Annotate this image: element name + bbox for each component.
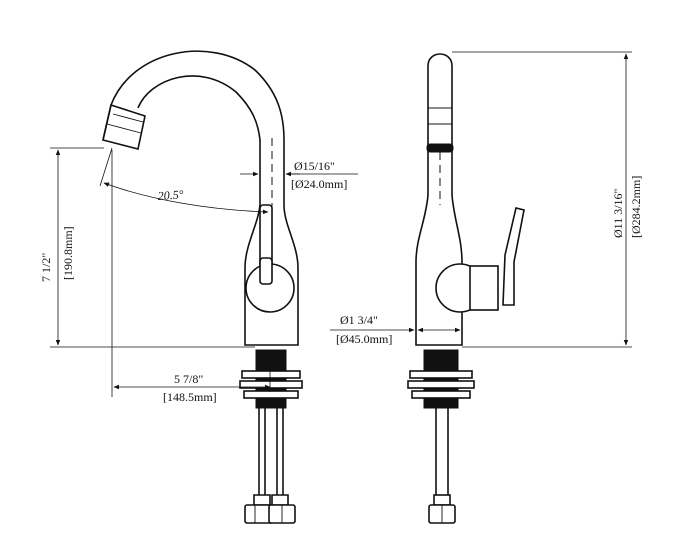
spout-angle-label: 20.5°: [157, 187, 184, 203]
side-aerator: [426, 143, 454, 153]
front-view: [102, 50, 303, 524]
spout-reach-metric: [148.5mm]: [163, 390, 217, 404]
overall-height-metric: [Ø284.2mm]: [629, 176, 643, 238]
aerator: [102, 103, 146, 150]
spout-height-metric: [190.8mm]: [61, 226, 75, 280]
spout-reach-imperial: 5 7/8": [174, 372, 203, 386]
side-spout: [427, 53, 453, 195]
spout-inner: [137, 75, 261, 205]
spout-height-imperial: 7 1/2": [39, 253, 53, 282]
overall-height-imperial: Ø11 3/16": [611, 188, 625, 238]
spout-outer: [102, 50, 285, 205]
side-body: [415, 194, 463, 346]
base-diameter-imperial: Ø1 3/4": [340, 313, 378, 327]
faucet-body: [244, 204, 299, 346]
spout-diameter-metric: [Ø24.0mm]: [291, 177, 347, 191]
side-lever: [502, 207, 525, 306]
side-view: [407, 53, 525, 524]
base-diameter-metric: [Ø45.0mm]: [336, 332, 392, 346]
front-view-dimensions: [50, 147, 358, 397]
spout-diameter-imperial: Ø15/16": [294, 159, 335, 173]
side-view-dimensions: [330, 51, 632, 348]
side-shank: [423, 349, 459, 409]
